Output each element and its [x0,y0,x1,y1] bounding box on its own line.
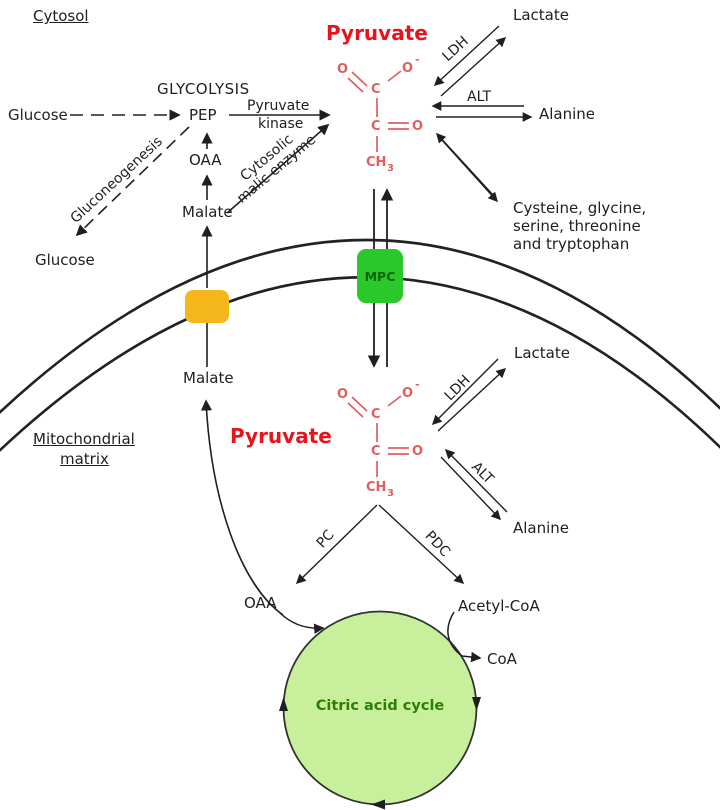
cycle-arrowhead-right [472,697,481,711]
malate-cytosol-label: Malate [182,203,233,221]
pc-pdc-arrows [295,504,465,585]
cyt-keto-oxygen: O [412,119,424,134]
cyt-carboxyl-oxygen: O [337,62,349,77]
cytosol-arrows [70,109,331,237]
glucose-source-label: Glucose [8,106,68,124]
cyt-keto-carbon: C [371,119,381,134]
matrix-reaction-arrows [431,358,508,521]
pep-label: PEP [189,106,217,124]
amino-acids-line3: and tryptophan [513,235,630,253]
amino-acids-line1: Cysteine, glycine, [513,199,647,217]
acetyl-coa-entry-curve [447,611,463,657]
coa-release-arrow [461,651,482,663]
pyruvate-bonds-cytosol [347,70,409,152]
coa-label: CoA [487,650,517,668]
mat-methyl-group: CH [366,480,387,495]
mpc-transporter: MPC [357,249,403,303]
mat-carboxyl-oxygen: O [337,387,349,402]
mat-keto-oxygen: O [412,444,424,459]
mat-methyl-subscript: 3 [387,488,394,499]
lactate-matrix-label: Lactate [514,344,570,362]
oaa-matrix-label: OAA [244,594,277,612]
oaa-cytosol-label: OAA [189,151,222,169]
pyruvate-kinase-label-line2: kinase [258,116,304,132]
matrix-region-label-line1: Mitochondrial [33,430,135,448]
mat-keto-carbon: C [371,444,381,459]
mpc-label: MPC [364,268,396,284]
amino-acids-line2: serine, threonine [513,217,641,235]
pyruvate-bonds-matrix [347,395,409,477]
citric-acid-cycle-circle [279,610,482,810]
cyt-methyl-group: CH [366,155,387,170]
cytosol-region-label: Cytosol [33,7,89,25]
cyt-methyl-subscript: 3 [387,163,394,174]
alanine-cytosol-label: Alanine [539,105,596,123]
pyruvate-kinase-label-line1: Pyruvate [247,98,310,114]
cycle-arrowhead-bottom [371,799,385,810]
cyt-carboxylate-oxygen: O [402,61,414,76]
glycolysis-label: GLYCOLYSIS [157,80,250,98]
matrix-region-label-line2: matrix [60,450,109,468]
citric-acid-cycle-label: Citric acid cycle [315,698,445,714]
lactate-cytosol-label: Lactate [513,6,569,24]
oaa-entry-arrow [279,612,325,634]
alt-cytosol-label: ALT [467,89,492,105]
pyruvate-title-cytosol: Pyruvate [326,21,428,45]
glucose-product-label: Glucose [35,251,95,269]
malate-matrix-label: Malate [183,369,234,387]
cytosol-reaction-arrows [431,25,533,203]
cyt-carboxyl-carbon: C [371,82,381,97]
malate-shuttle-arrows [200,225,284,616]
cycle-arrowhead-left [279,697,288,711]
mat-carboxylate-oxygen: O [402,386,414,401]
pyruvate-title-matrix: Pyruvate [230,424,332,448]
mat-negative-charge: - [415,378,420,391]
acetyl-coa-label: Acetyl-CoA [458,597,540,615]
alanine-matrix-label: Alanine [513,519,570,537]
malate-transporter [185,290,229,323]
cyt-negative-charge: - [415,53,420,66]
mat-carboxyl-carbon: C [371,407,381,422]
